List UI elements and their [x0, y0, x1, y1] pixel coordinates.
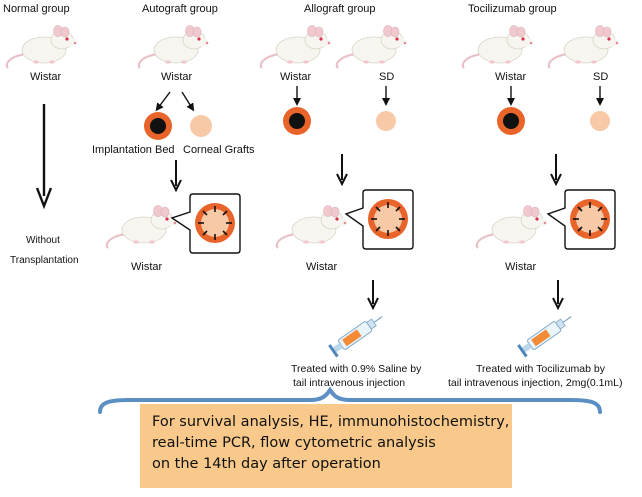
arrow-tocilizumab-down	[550, 154, 562, 187]
sutured-graft-icon-autograft	[194, 202, 236, 244]
normal-note-line2: Transplantation	[10, 255, 79, 266]
tocilizumab-donor-label: SD	[593, 71, 608, 83]
normal-strain-label: Wistar	[30, 71, 62, 83]
split-arrow-bed	[155, 91, 171, 112]
normal-group-title: Normal group	[3, 3, 70, 15]
autograft-group-title: Autograft group	[142, 3, 218, 15]
summary-box: For survival analysis, HE, immunohistoch…	[140, 404, 512, 488]
autograft-recipient-label: Wistar	[131, 261, 163, 273]
allograft-treatment-line1: Treated with 0.9% Saline by	[291, 363, 422, 375]
tocilizumab-group-title: Tocilizumab group	[468, 3, 557, 15]
rat-icon-autograft-recipient	[105, 204, 178, 250]
rat-icon-allograft-result	[275, 204, 348, 250]
split-arrow-graft	[181, 91, 195, 112]
syringe-icon-tocilizumab	[516, 310, 576, 358]
arrow-allograft-down	[336, 154, 348, 187]
corneal-graft-icon-tocilizumab	[590, 111, 610, 131]
allograft-recipient-label: Wistar	[280, 71, 312, 83]
corneal-grafts-label: Corneal Grafts	[183, 144, 255, 156]
rat-icon-allograft-donor	[335, 24, 408, 70]
sutured-graft-icon-tocilizumab	[569, 198, 611, 240]
implantation-bed-icon-allograft	[283, 107, 311, 135]
summary-line3: on the 14th day after operation	[152, 456, 381, 472]
sutured-graft-icon-allograft	[367, 198, 409, 240]
tocilizumab-treatment-line1: Treated with Tocilizumab by	[476, 363, 605, 375]
allograft-group-title: Allograft group	[304, 3, 376, 15]
tocilizumab-treatment-line2: tail intravenous injection, 2mg(0.1mL)	[448, 377, 623, 389]
summary-line1: For survival analysis, HE, immunohistoch…	[152, 414, 510, 430]
implantation-bed-icon	[144, 112, 172, 140]
allograft-treatment-line2: tail intravenous injection	[293, 377, 406, 389]
rat-icon-autograft-donor	[137, 24, 210, 70]
corneal-graft-icon	[190, 115, 212, 137]
implantation-bed-label: Implantation Bed	[92, 144, 175, 156]
rat-icon-tocilizumab-recipient	[461, 24, 534, 70]
rat-icon-allograft-recipient	[259, 24, 332, 70]
normal-note-line1: Without	[26, 235, 60, 246]
rat-icon-tocilizumab-donor	[547, 24, 620, 70]
long-arrow-normal	[35, 104, 53, 210]
corneal-graft-icon-allograft	[376, 111, 396, 131]
autograft-donor-label: Wistar	[161, 71, 193, 83]
summary-line2: real-time PCR, flow cytometric analysis	[152, 435, 436, 451]
tocilizumab-recipient-label: Wistar	[495, 71, 527, 83]
arrow-tocilizumab-treatment	[552, 280, 564, 311]
rat-icon-normal	[5, 24, 78, 70]
arrow-allograft-treatment	[367, 280, 379, 311]
rat-icon-tocilizumab-result	[475, 204, 548, 250]
syringe-icon-allograft	[327, 310, 387, 358]
arrow-autograft-down	[170, 160, 182, 193]
allograft-donor-label: SD	[379, 71, 394, 83]
tocilizumab-result-label: Wistar	[505, 261, 537, 273]
implantation-bed-icon-tocilizumab	[497, 107, 525, 135]
grouping-brace	[98, 386, 602, 414]
allograft-result-label: Wistar	[306, 261, 338, 273]
